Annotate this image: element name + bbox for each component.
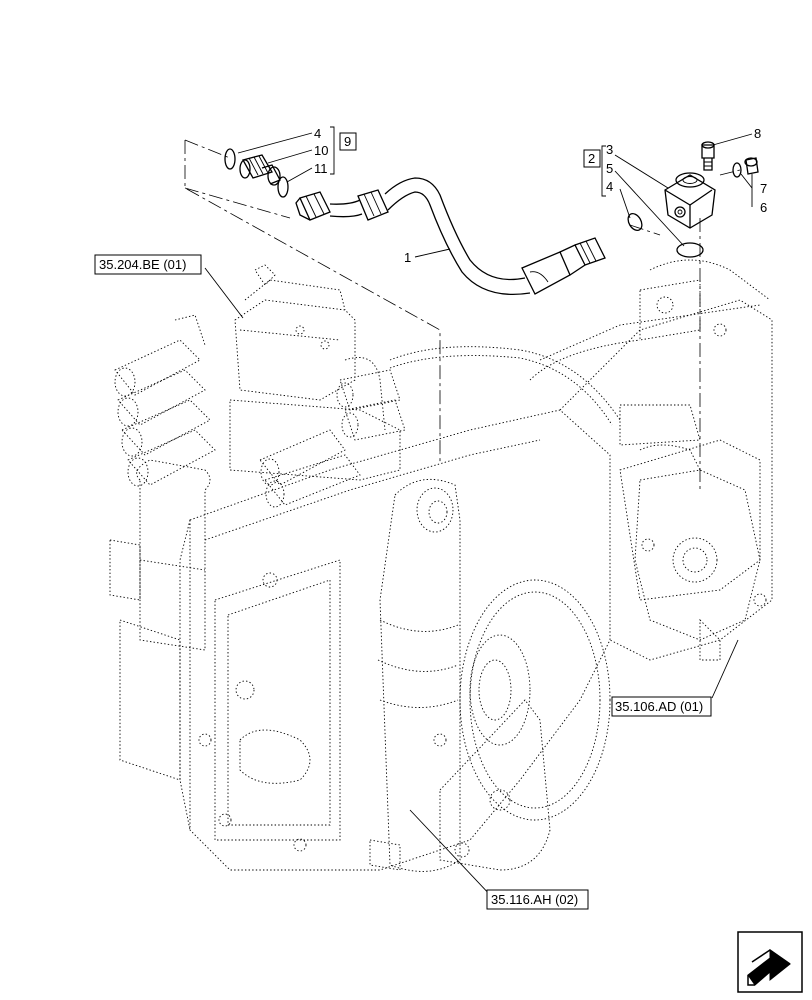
- ref-35-106-ad[interactable]: 35.106.AD (01): [615, 699, 703, 714]
- callout-11: 11: [314, 161, 328, 176]
- transmission-housing: [109, 259, 773, 872]
- callout-leader-lines: [204, 126, 753, 899]
- callout-10: 10: [314, 143, 328, 158]
- callout-2-box: [583, 149, 601, 168]
- reference-link-left[interactable]: 35.204.BE (01): [94, 254, 202, 275]
- callout-2: 2: [588, 151, 595, 166]
- seal-ring-part-7: [732, 162, 742, 178]
- elbow-fitting-part-3: [664, 172, 716, 229]
- o-ring-part-4-right: [627, 212, 643, 232]
- o-ring-part-4-left: [224, 148, 236, 170]
- adapter-fitting-part-10: [239, 154, 281, 186]
- ref-35-116-ah[interactable]: 35.116.AH (02): [491, 892, 578, 907]
- callout-8: 8: [754, 126, 761, 141]
- ref-35-204-be[interactable]: 35.204.BE (01): [99, 257, 186, 272]
- callout-5: 5: [606, 161, 613, 176]
- assembly-centerlines: [184, 139, 741, 490]
- o-ring-part-11: [277, 176, 289, 198]
- hydraulic-pipe-part-1: [295, 177, 606, 296]
- hydraulic-couplers: [114, 314, 406, 508]
- o-ring-part-5: [676, 242, 704, 258]
- callout-9: 9: [344, 134, 351, 149]
- callout-4-right: 4: [606, 179, 613, 194]
- control-valve-block: [114, 264, 406, 508]
- next-page-arrow-icon[interactable]: [737, 931, 803, 993]
- callout-9-box: [339, 132, 357, 151]
- callout-6: 6: [760, 200, 767, 215]
- callout-7: 7: [760, 181, 767, 196]
- reference-link-right[interactable]: 35.106.AD (01): [611, 696, 712, 717]
- plug-part-6: [744, 157, 759, 175]
- callout-3: 3: [606, 142, 613, 157]
- callout-4-left: 4: [314, 126, 321, 141]
- callout-1: 1: [404, 250, 411, 265]
- callout-labels: 4 10 11 9 1 2 3 5 4 8 7 6: [314, 126, 767, 265]
- reference-link-bottom[interactable]: 35.116.AH (02): [486, 889, 589, 910]
- bolt-part-8: [701, 141, 715, 171]
